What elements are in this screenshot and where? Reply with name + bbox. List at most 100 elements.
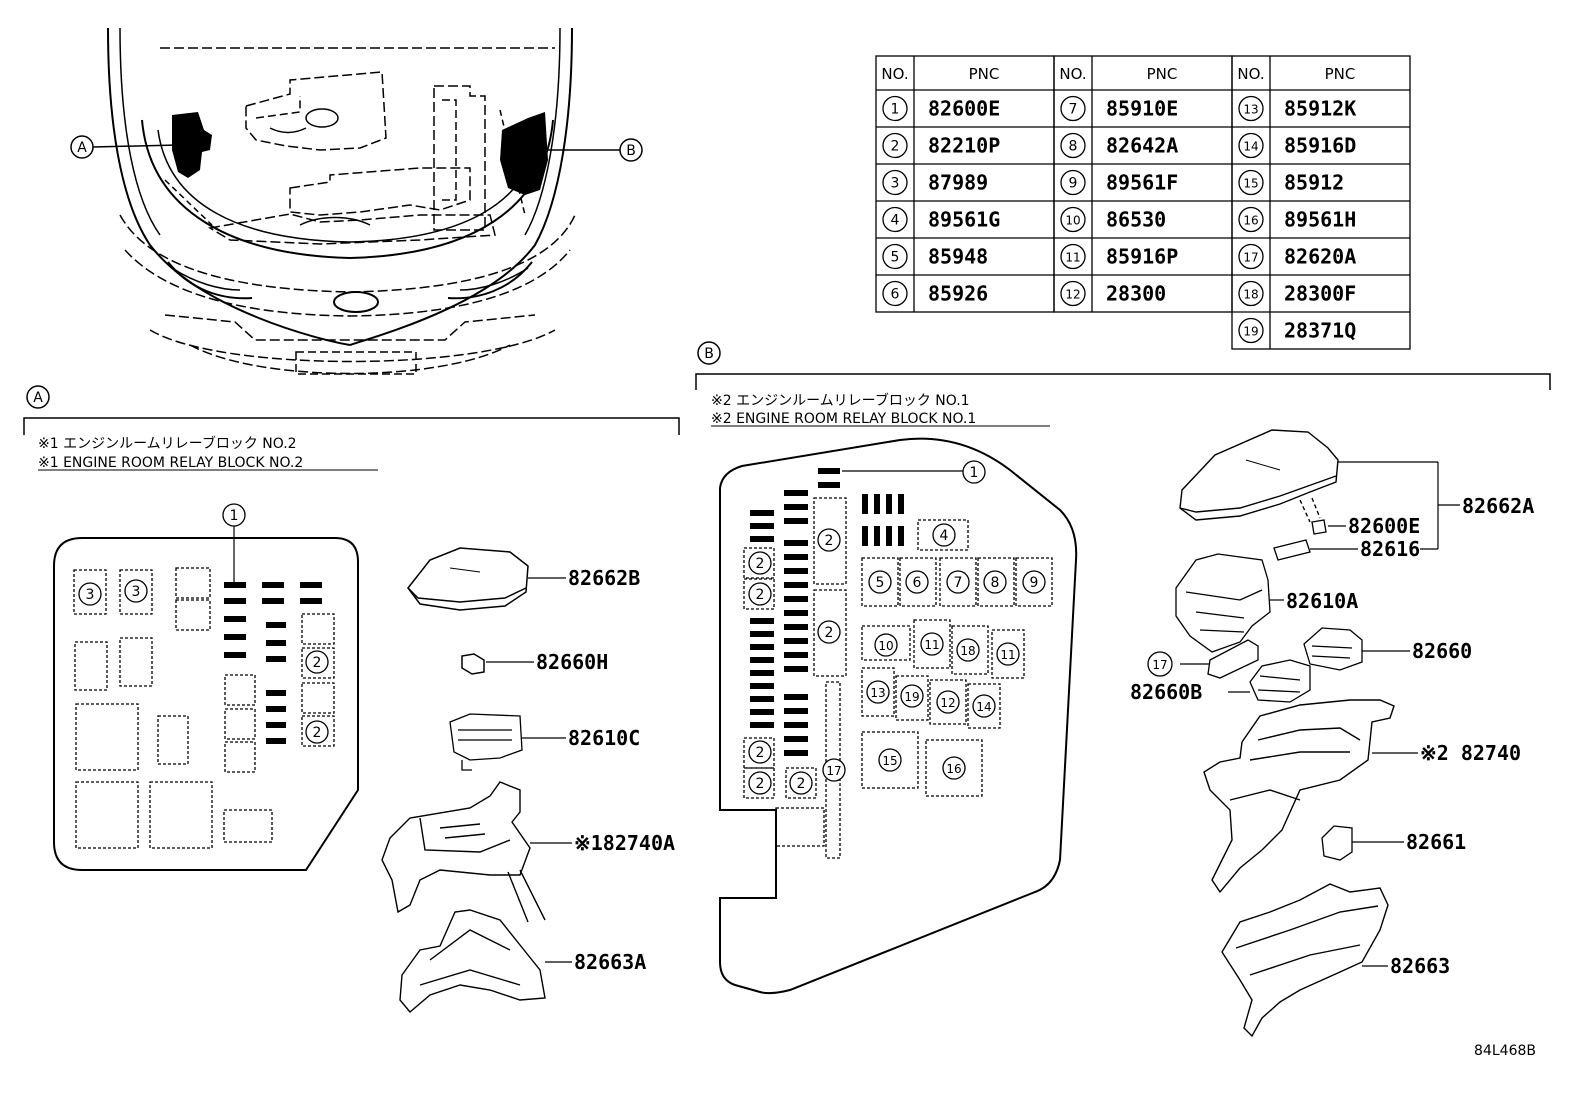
pnc-table-header-pnc: PNC <box>1147 65 1178 83</box>
b-position-11-label: 11 <box>924 638 939 652</box>
section-b-tag: B <box>704 346 714 362</box>
b-position-19: 19 <box>900 684 924 708</box>
pnc-row-number: 2 <box>882 132 908 159</box>
pnc-row-number-label: 7 <box>1069 102 1078 118</box>
b-position-9-label: 9 <box>1030 575 1039 591</box>
part-label-82662a: 82662A <box>1462 494 1534 518</box>
part-82740-drawing <box>1203 699 1395 894</box>
a-position-2: 2 <box>305 650 329 674</box>
pnc-row-number-label: 1 <box>891 102 900 118</box>
a-position-1-label: 1 <box>230 508 239 524</box>
pnc-row-code: 85926 <box>928 282 988 306</box>
section-b-title-jp: ※2 エンジンルームリレーブロック NO.1 <box>711 392 970 409</box>
pnc-row-number: 6 <box>882 280 908 307</box>
pnc-row-number: 4 <box>882 206 908 233</box>
b-position-11: 11 <box>996 642 1020 666</box>
part-82616-drawing <box>1273 539 1311 561</box>
a-position-3-label: 3 <box>86 587 95 603</box>
pnc-row-code: 28371Q <box>1284 319 1356 343</box>
b-position-18: 18 <box>956 638 980 662</box>
pnc-table-row: 12 28300 <box>1060 280 1166 307</box>
pnc-row-number-label: 15 <box>1243 177 1258 191</box>
part-82660b-drawing <box>1249 659 1311 703</box>
b-position-2: 2 <box>817 528 841 552</box>
b-position-5: 5 <box>868 570 892 594</box>
part-label-82662b: 82662B <box>568 566 640 590</box>
part-label-82740a: ※182740A <box>574 831 675 855</box>
pnc-row-number-label: 2 <box>891 139 900 155</box>
part-label-82610a: 82610A <box>1286 589 1358 613</box>
part-label-82661: 82661 <box>1406 830 1466 854</box>
b-position-8-label: 8 <box>991 575 1000 591</box>
pnc-row-code: 28300 <box>1106 282 1166 306</box>
pnc-row-number: 5 <box>882 243 908 270</box>
b-position-2-label: 2 <box>756 587 765 603</box>
b-position-2-label: 2 <box>756 776 765 792</box>
pnc-row-number-label: 11 <box>1065 251 1080 265</box>
b-position-18-label: 18 <box>960 644 975 658</box>
b-position-2-label: 2 <box>756 745 765 761</box>
b-position-12-label: 12 <box>940 696 955 710</box>
part-label-82660: 82660 <box>1412 639 1472 663</box>
pnc-row-number-label: 17 <box>1243 251 1258 265</box>
pnc-row-number-label: 13 <box>1243 103 1258 117</box>
pnc-row-number-label: 10 <box>1065 214 1080 228</box>
b-position-9: 9 <box>1022 570 1046 594</box>
pnc-row-number-label: 12 <box>1065 288 1080 302</box>
pnc-row-number: 3 <box>882 169 908 196</box>
pnc-row-number: 9 <box>1060 169 1086 196</box>
pnc-row-code: 82642A <box>1106 134 1178 158</box>
pnc-row-number-label: 14 <box>1243 140 1258 154</box>
b-position-2-label: 2 <box>825 533 834 549</box>
pnc-row-code: 85912K <box>1284 97 1356 121</box>
b-position-13-label: 13 <box>870 686 885 700</box>
b-position-2: 2 <box>748 740 772 764</box>
pnc-row-number-label: 8 <box>1069 139 1078 155</box>
section-a-title-jp: ※1 エンジンルームリレーブロック NO.2 <box>38 435 297 452</box>
pnc-table-row: 17 82620A <box>1238 243 1356 270</box>
b-position-15-label: 15 <box>882 754 897 768</box>
part-82661-drawing <box>1321 825 1353 861</box>
pnc-row-number: 17 <box>1238 243 1264 270</box>
pnc-row-number-label: 3 <box>891 176 900 192</box>
pnc-table-row: 3 87989 <box>882 169 988 196</box>
part-82663a-drawing <box>399 909 546 1013</box>
pnc-row-number-label: 6 <box>891 287 900 303</box>
relay-block-no1-layout <box>743 497 1053 859</box>
b-position-1-label: 1 <box>970 465 979 481</box>
callout-a-label: A <box>77 140 87 156</box>
b-position-7-label: 7 <box>954 575 963 591</box>
section-a: A ※1 エンジンルームリレーブロック NO.2 ※1 ENGINE ROOM … <box>23 385 680 1013</box>
part-label-82610c: 82610C <box>568 726 640 750</box>
pnc-row-number: 10 <box>1060 206 1086 233</box>
pnc-row-number: 11 <box>1060 243 1086 270</box>
part-82600e-drawing <box>1311 519 1327 535</box>
b-position-4-label: 4 <box>940 528 949 544</box>
pnc-row-code: 87989 <box>928 171 988 195</box>
pnc-row-code: 82620A <box>1284 245 1356 269</box>
a-position-3-label: 3 <box>132 584 141 600</box>
part-82662b-drawing <box>407 547 529 611</box>
callout-b-label: B <box>626 143 636 159</box>
b-position-15: 15 <box>878 748 902 772</box>
part-label-82660h: 82660H <box>536 650 608 674</box>
pnc-row-number: 15 <box>1238 169 1264 196</box>
section-b-title-en: ※2 ENGINE ROOM RELAY BLOCK NO.1 <box>711 411 976 427</box>
part-label-82600e: 82600E <box>1348 514 1420 538</box>
pnc-row-code: 89561F <box>1106 171 1178 195</box>
b-position-2-label: 2 <box>797 776 806 792</box>
section-a-title-en: ※1 ENGINE ROOM RELAY BLOCK NO.2 <box>38 455 303 471</box>
b-position-2: 2 <box>748 771 772 795</box>
pnc-table-header-pnc: PNC <box>969 65 1000 83</box>
part-82610c-drawing <box>449 713 523 771</box>
pnc-table-row: 9 89561F <box>1060 169 1178 196</box>
b-position-2-label: 2 <box>756 556 765 572</box>
b-position-2: 2 <box>748 582 772 606</box>
b-position-8: 8 <box>983 570 1007 594</box>
pnc-row-number: 7 <box>1060 95 1086 122</box>
